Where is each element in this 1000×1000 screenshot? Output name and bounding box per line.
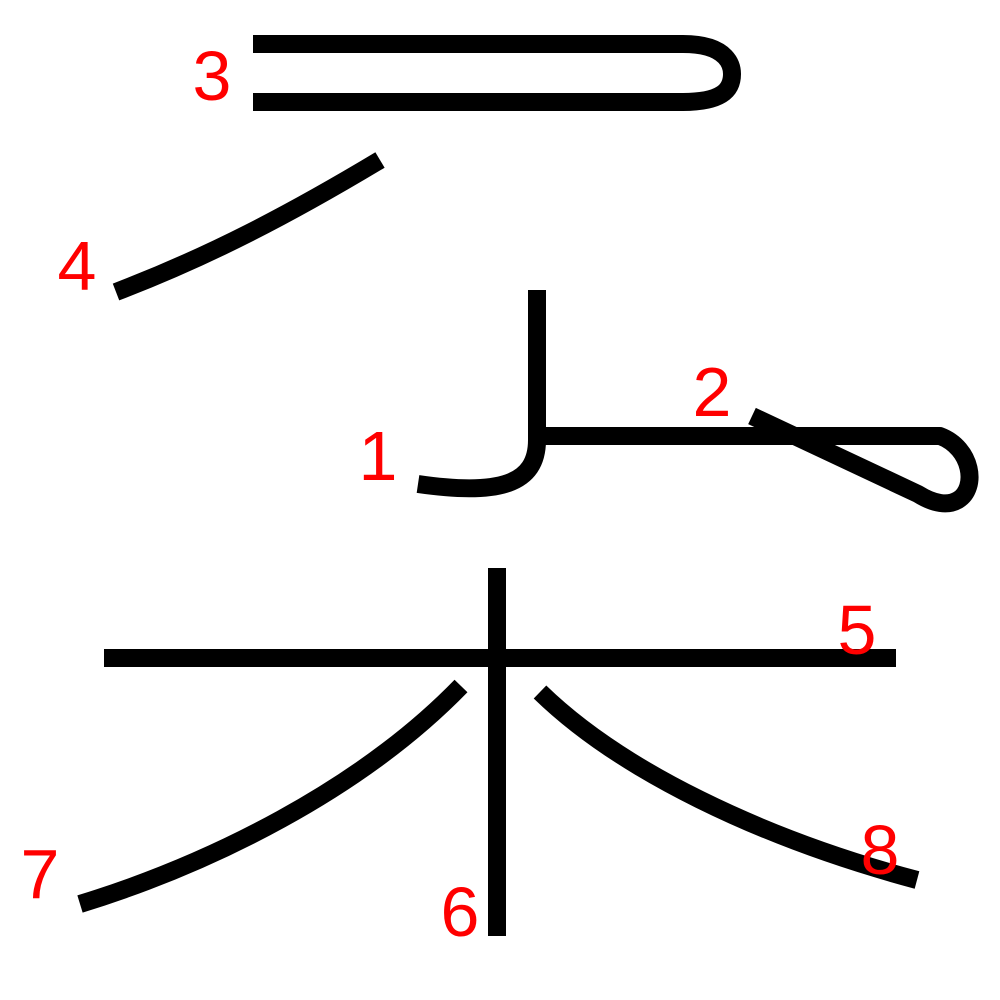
stroke-1 [416,290,546,498]
stroke-8 [533,685,920,889]
stroke-number-3: 3 [193,37,232,115]
stroke-number-2: 2 [693,353,732,431]
stroke-number-5: 5 [838,591,877,669]
stroke-2 [537,407,979,513]
stroke-number-1: 1 [359,417,398,495]
stroke-number-8: 8 [861,811,900,889]
stroke-number-4: 4 [58,227,97,305]
stroke-4 [112,152,385,301]
stroke-number-7: 7 [21,835,60,913]
stroke-number-6: 6 [441,873,480,951]
stroke-7 [77,679,468,913]
stroke-3 [253,35,741,111]
